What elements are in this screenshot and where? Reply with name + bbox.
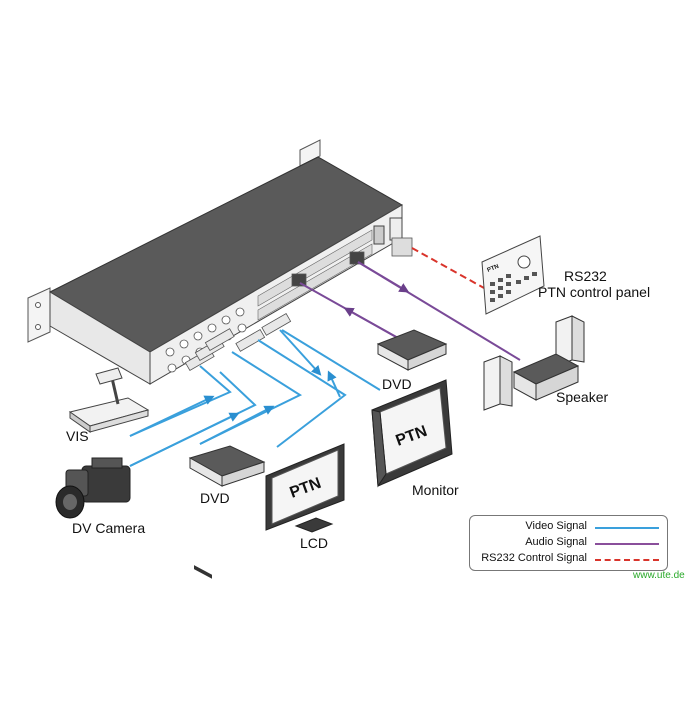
terminal-blocks (257, 229, 373, 321)
rs232-signal-line (411, 247, 485, 289)
cable-plugs (184, 237, 413, 372)
legend-swatch-video (595, 527, 659, 529)
label-dv-camera: DV Camera (72, 520, 146, 536)
legend-swatch-rs232 (595, 559, 659, 561)
speaker-system (483, 315, 585, 411)
watermark: www.ute.de (633, 570, 685, 581)
lcd-display: PTN (265, 443, 345, 533)
legend-label-rs232: RS232 Control Signal (481, 552, 587, 564)
audio-signal-lines (299, 261, 521, 361)
label-lcd: LCD (300, 535, 329, 551)
label-speaker: Speaker (556, 389, 609, 405)
crt-monitor: PTN (371, 379, 453, 488)
dvd-player-left (188, 445, 266, 579)
dv-camera (55, 457, 131, 519)
legend: Video Signal Audio Signal RS232 Control … (469, 515, 668, 571)
label-dvd-left: DVD (200, 490, 230, 506)
legend-label-video: Video Signal (525, 520, 587, 532)
legend-label-audio: Audio Signal (525, 536, 587, 548)
ptn-control-panel: PTN (481, 235, 545, 315)
legend-swatch-audio (595, 543, 659, 545)
dvd-player-right (376, 329, 448, 371)
vis-device (68, 367, 150, 433)
label-monitor: Monitor (412, 482, 459, 498)
label-ptn-control-panel: PTN control panel (538, 284, 651, 300)
label-rs232: RS232 (564, 268, 607, 284)
panel-logo: PTN (487, 264, 500, 274)
video-signal-lines (129, 329, 381, 467)
label-dvd-right: DVD (382, 376, 412, 392)
label-vis: VIS (66, 428, 89, 444)
